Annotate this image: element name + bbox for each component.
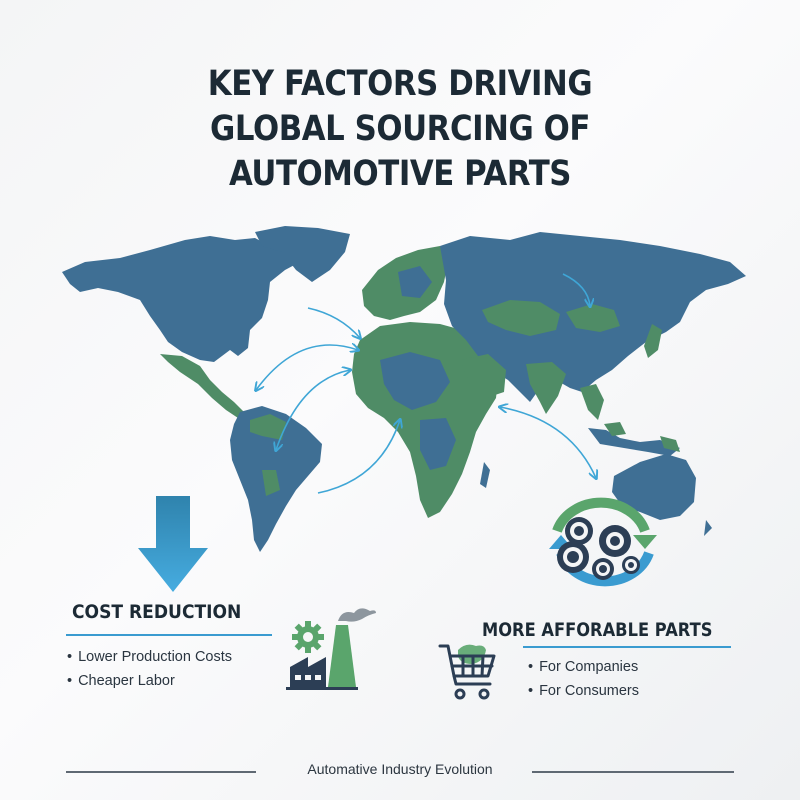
cost-reduction-list: Lower Production Costs Cheaper Labor bbox=[67, 645, 232, 693]
title-line-1: KEY FACTORS DRIVING bbox=[207, 64, 593, 104]
list-item: For Consumers bbox=[528, 679, 639, 703]
affordable-parts-title: MORE AFFORABLE PARTS bbox=[482, 620, 713, 641]
footer-rule-left bbox=[66, 771, 256, 773]
title-line-3: AUTOMOTIVE PARTS bbox=[228, 154, 572, 194]
list-item: Cheaper Labor bbox=[67, 669, 232, 693]
factory-with-gear-icon bbox=[286, 608, 376, 690]
cost-reduction-title: COST REDUCTION bbox=[72, 601, 242, 623]
list-item: For Companies bbox=[528, 655, 639, 679]
affordable-parts-list: For Companies For Consumers bbox=[528, 655, 639, 703]
footer-caption: Automative Industry Evolution bbox=[307, 761, 493, 777]
title-line-2: GLOBAL SOURCING OF bbox=[210, 109, 590, 149]
page-title: KEY FACTORS DRIVING GLOBAL SOURCING OF A… bbox=[48, 62, 752, 197]
shopping-cart-icon bbox=[438, 644, 496, 700]
affordable-parts-divider bbox=[523, 646, 731, 648]
gears-cycle-icon bbox=[549, 497, 657, 587]
list-item: Lower Production Costs bbox=[67, 645, 232, 669]
footer-rule-right bbox=[532, 771, 734, 773]
down-arrow-icon bbox=[138, 496, 208, 592]
cost-reduction-divider bbox=[66, 634, 272, 636]
north-america bbox=[62, 236, 300, 362]
